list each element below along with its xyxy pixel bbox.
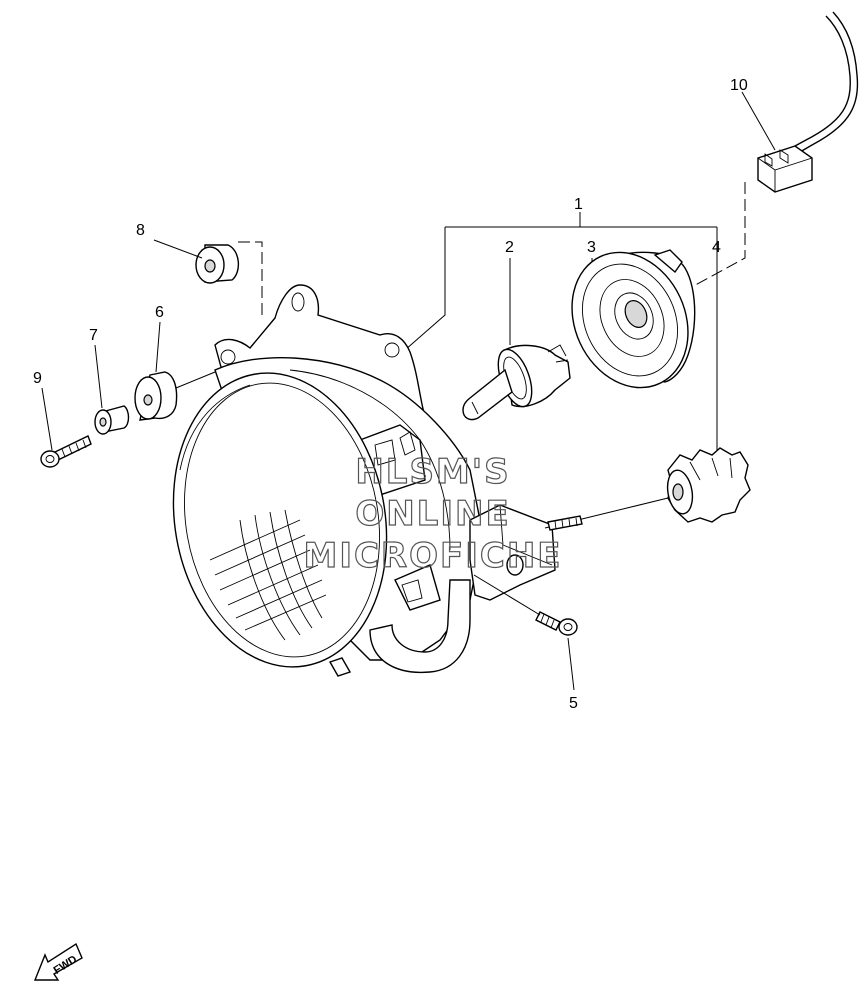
screw-part-5: [473, 574, 578, 636]
part-number-5: 5: [569, 695, 578, 712]
connector-part-10: [757, 145, 813, 193]
part-leader-lines: [41, 91, 776, 691]
bulb-part-2: [462, 344, 571, 421]
grommet-part-4: [666, 447, 751, 523]
part-number-6: 6: [155, 304, 164, 321]
assembly-bracket-part-1: [404, 212, 718, 455]
collar-part-7: [94, 405, 130, 435]
part-number-8: 8: [136, 222, 145, 239]
bulb-cover-part-3: [571, 249, 696, 389]
connector-route-line: [689, 182, 746, 289]
watermark-line-2: ONLINE: [355, 494, 510, 534]
part-number-3: 3: [587, 239, 596, 256]
adjuster-bracket: [469, 497, 669, 601]
part-number-7: 7: [89, 327, 98, 344]
headlight-lens: [172, 372, 388, 677]
part-number-2: 2: [505, 239, 514, 256]
watermark-line-1: HLSM'S: [355, 452, 510, 492]
adjuster-screw: [547, 515, 583, 531]
part-number-9: 9: [33, 370, 42, 387]
watermark: HLSM'S ONLINE MICROFICHE: [303, 451, 562, 576]
part-number-4: 4: [712, 239, 721, 256]
part-number-10: 10: [730, 77, 748, 94]
lens-pattern: [209, 509, 327, 641]
bolt-part-9: [40, 435, 92, 468]
grommet-part-8: [195, 244, 239, 284]
fwd-arrow-icon: FWD: [33, 942, 83, 981]
watermark-line-3: MICROFICHE: [303, 536, 562, 576]
part-number-1: 1: [574, 196, 583, 213]
damper-part-6: [134, 371, 216, 421]
wire-harness: [794, 11, 859, 153]
